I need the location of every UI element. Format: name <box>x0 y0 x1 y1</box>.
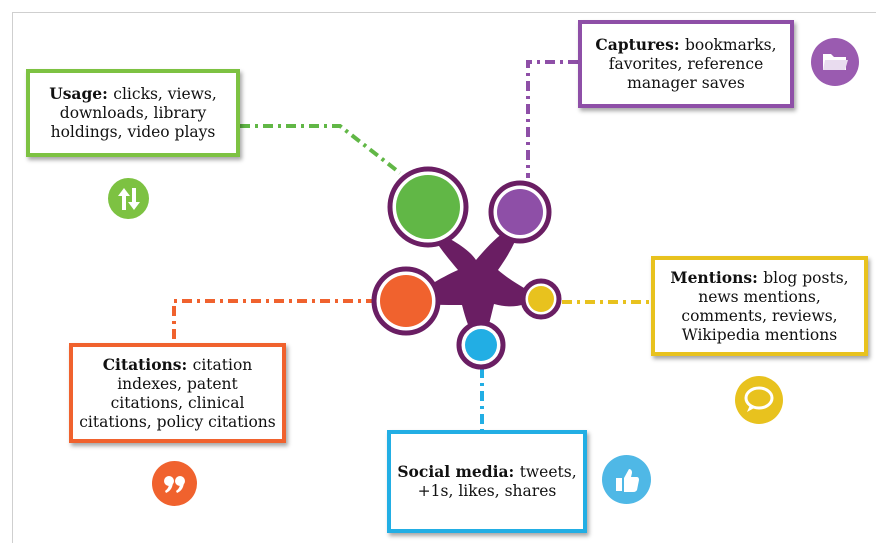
usage-node <box>396 175 460 239</box>
usage-connector <box>240 124 402 175</box>
citations-box: Citations: citation indexes, patent cita… <box>69 343 286 443</box>
usage-box-text: Usage: clicks, views, downloads, library… <box>36 84 230 142</box>
captures-description: bookmarks, favorites, reference manager … <box>608 36 777 92</box>
mentions-box-text: Mentions: blog posts, news mentions, com… <box>661 268 858 345</box>
usage-box: Usage: clicks, views, downloads, library… <box>26 69 240 157</box>
thumbs-up-icon <box>602 455 651 504</box>
usage-description: clicks, views, downloads, library holdin… <box>50 85 217 141</box>
social-box: Social media: tweets, +1s, likes, shares <box>387 430 587 533</box>
mentions-node <box>528 286 554 312</box>
social-description: tweets, +1s, likes, shares <box>417 463 577 500</box>
citations-box-text: Citations: citation indexes, patent cita… <box>79 355 276 432</box>
hub-body <box>408 222 538 345</box>
speech-bubble-icon <box>735 376 783 424</box>
quote-icon <box>152 461 197 506</box>
captures-connector <box>526 60 578 178</box>
mentions-title: Mentions: <box>670 267 764 287</box>
citations-description: citation indexes, patent citations, clin… <box>79 355 276 431</box>
captures-title: Captures: <box>595 35 685 54</box>
hub <box>371 166 562 370</box>
social-node <box>465 329 497 361</box>
up-down-arrows-icon <box>108 178 149 219</box>
captures-node <box>497 189 543 235</box>
citations-title: Citations: <box>102 354 193 374</box>
social-box-text: Social media: tweets, +1s, likes, shares <box>397 462 577 501</box>
social-title: Social media: <box>397 462 520 481</box>
citations-connector <box>172 299 376 343</box>
frame-top-border <box>12 12 876 13</box>
citations-node <box>380 275 432 327</box>
usage-title: Usage: <box>49 84 114 103</box>
captures-box: Captures: bookmarks, favorites, referenc… <box>578 20 794 108</box>
mentions-box: Mentions: blog posts, news mentions, com… <box>651 256 868 356</box>
folder-icon <box>811 38 859 86</box>
mentions-description: blog posts, news mentions, comments, rev… <box>681 268 849 344</box>
captures-box-text: Captures: bookmarks, favorites, referenc… <box>588 35 784 93</box>
frame-left-border <box>12 12 13 543</box>
